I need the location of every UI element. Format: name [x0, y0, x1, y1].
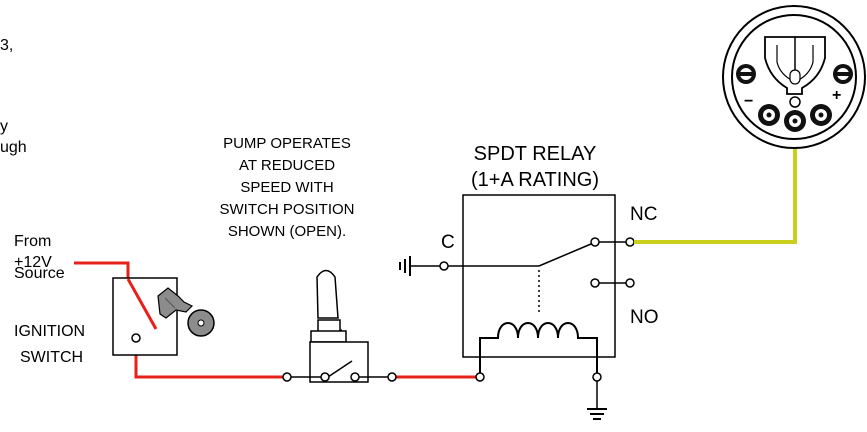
ignition-label: IGNITION	[14, 323, 85, 340]
no-contact	[590, 278, 600, 288]
toggle-switch	[282, 269, 397, 383]
toggle-terminal	[387, 372, 397, 382]
nc-terminal-label: NC	[630, 204, 657, 225]
ignition-switch	[112, 277, 215, 356]
c-terminal-label: C	[441, 232, 455, 253]
terminal-icon	[784, 110, 806, 132]
ground-icon	[587, 408, 607, 420]
pump-note-line: PUMP OPERATES	[223, 135, 351, 152]
ignition-label: SWITCH	[20, 349, 83, 366]
relay-title: SPDT RELAY (1+A RATING)	[471, 143, 599, 191]
relay-coil	[479, 322, 598, 377]
ignition-terminal	[131, 333, 141, 343]
source-from-label: From	[14, 233, 51, 250]
relay	[399, 194, 635, 420]
coil-terminal	[475, 372, 485, 382]
fragment-text: 3,	[0, 37, 13, 54]
toggle-contact-blade	[327, 360, 353, 378]
cropped-text: 3, y ugh	[0, 37, 27, 156]
fragment-text: ugh	[0, 139, 27, 156]
pump-note: PUMP OPERATES AT REDUCED SPEED WITH SWIT…	[220, 135, 355, 240]
stud-icon	[736, 64, 756, 84]
plus-mark: +	[832, 87, 841, 104]
nc-terminal	[625, 237, 635, 247]
toggle-terminal	[320, 372, 330, 382]
terminal-icon	[810, 104, 832, 126]
toggle-nut	[310, 330, 347, 343]
minus-mark: −	[744, 93, 753, 110]
pump-note-line: SHOWN (OPEN).	[228, 223, 346, 240]
no-terminal	[625, 278, 635, 288]
key-icon	[157, 287, 215, 337]
nc-contact	[590, 237, 600, 247]
yellow-wire	[634, 121, 797, 244]
stud-icon	[833, 64, 853, 84]
coil-terminal	[592, 372, 602, 382]
pump-note-line: SWITCH POSITION	[220, 201, 355, 218]
terminal-icon	[758, 104, 780, 126]
relay-title-text: SPDT RELAY	[474, 143, 597, 165]
red-wire-source	[74, 261, 130, 278]
toggle-terminal	[350, 372, 360, 382]
source-label: Source	[14, 265, 65, 282]
gauge-connector: − +	[722, 5, 866, 149]
center-stud	[789, 96, 801, 108]
c-terminal	[439, 261, 449, 271]
no-terminal-label: NO	[630, 307, 659, 328]
fragment-text: y	[0, 118, 8, 135]
relay-switch-arm	[538, 243, 592, 267]
relay-rating-text: (1+A RATING)	[471, 169, 599, 191]
pump-note-line: SPEED WITH	[240, 179, 333, 196]
toggle-lever	[316, 269, 339, 319]
toggle-collar	[317, 319, 341, 333]
ignition-arm	[126, 278, 158, 330]
source-voltage-label: +12V	[14, 254, 52, 271]
ground-icon	[399, 256, 411, 276]
toggle-terminal	[282, 372, 292, 382]
pump-note-line: AT REDUCED	[239, 157, 335, 174]
